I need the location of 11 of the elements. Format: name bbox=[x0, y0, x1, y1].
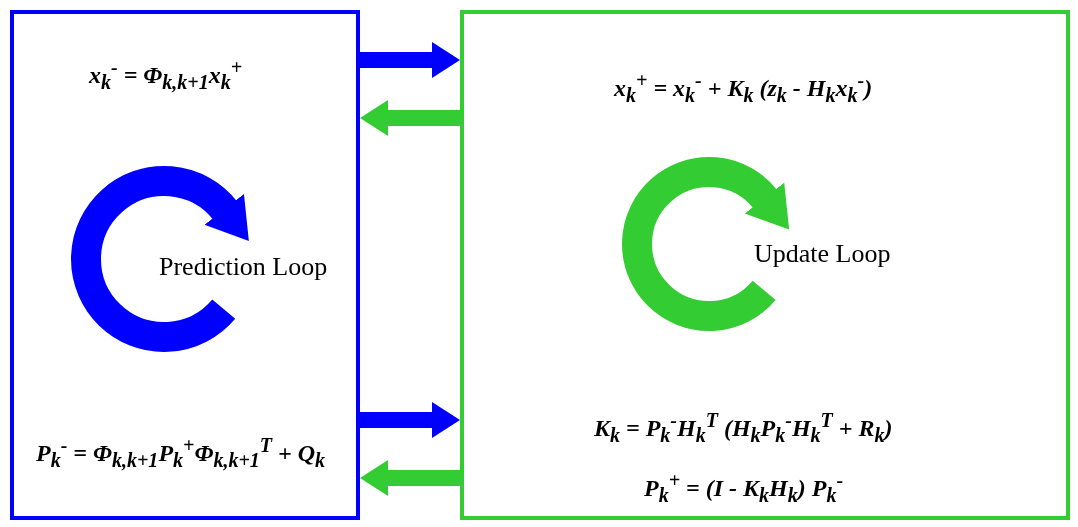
arrow bbox=[360, 42, 460, 78]
arrow bbox=[360, 460, 460, 496]
formula: x$_{k}$$^{+}$ = x$_{k}$$^{-}$ + K$_{k}$ (z$_{k}$ - H$_{k}$x$_{k}$$^{-}$) bbox=[614, 69, 873, 107]
loop-panel bbox=[10, 10, 360, 520]
loop-label: Update Loop bbox=[754, 239, 891, 269]
formula: K$_{k}$ = P$_{k}$$^{-}$H$_{k}$$^{T}$ (H$_{k}$P$_{k}$$^{-}$H$_{k}$$^{T}$ + R$_{k}$) bbox=[594, 409, 893, 447]
arrow bbox=[360, 100, 460, 136]
formula: P$_{k}$$^{-}$ = Φ$_{k,k+1}$P$_{k}$$^{+}$Φ$_{k,k+1}$$^{T}$ + Q$_{k}$ bbox=[36, 434, 326, 472]
loop-panel bbox=[460, 10, 1070, 520]
loop-label: Prediction Loop bbox=[159, 252, 328, 282]
arrow bbox=[360, 402, 460, 438]
